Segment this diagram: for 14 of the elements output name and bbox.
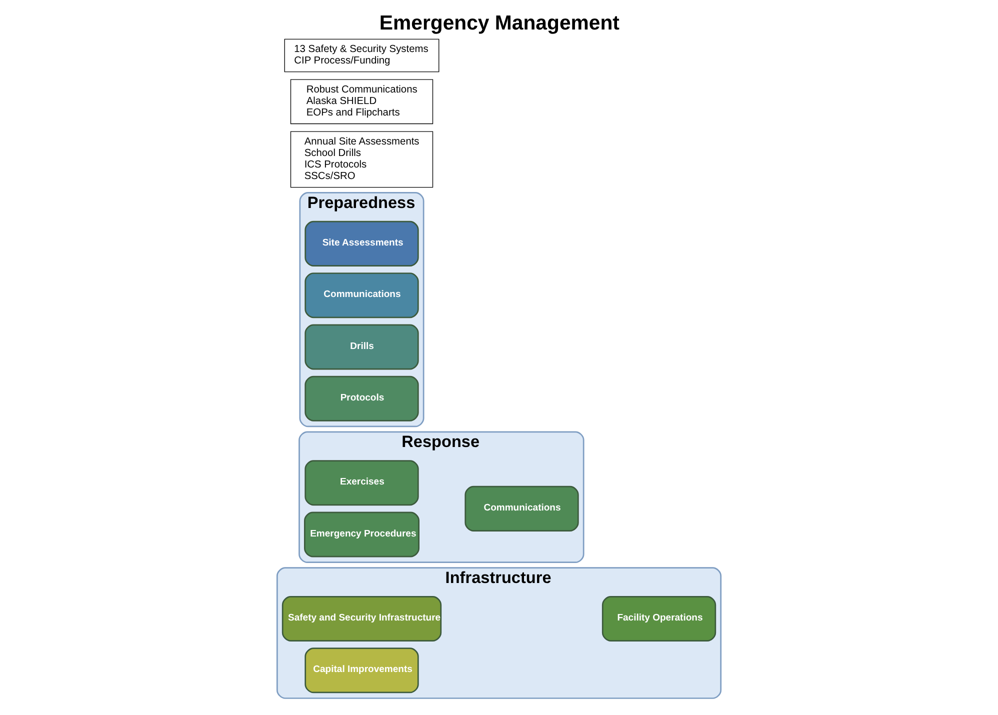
- node-box: Capital Improvements: [304, 648, 419, 694]
- node-box: Facility Operations: [602, 596, 716, 642]
- node-box: Communications: [464, 486, 579, 532]
- diagram-title: Emergency Management: [379, 12, 620, 35]
- node-box: Exercises: [304, 460, 419, 506]
- node-box: Annual Site Assessments School Drills ICS Protocols SSCs/SRO: [290, 131, 434, 188]
- node-box: Communications: [304, 272, 419, 318]
- node-box: Emergency Procedures: [304, 512, 420, 558]
- node-box: Safety and Security Infrastructure: [282, 596, 442, 642]
- node-box: Robust Communications Alaska SHIELD EOPs and Flipcharts: [290, 79, 434, 124]
- node-box: Protocols: [304, 376, 419, 422]
- node-box: Site Assessments: [304, 220, 419, 266]
- node-box: Drills: [304, 324, 419, 370]
- node-box: 13 Safety & Security Systems CIP Process/Funding: [284, 38, 440, 72]
